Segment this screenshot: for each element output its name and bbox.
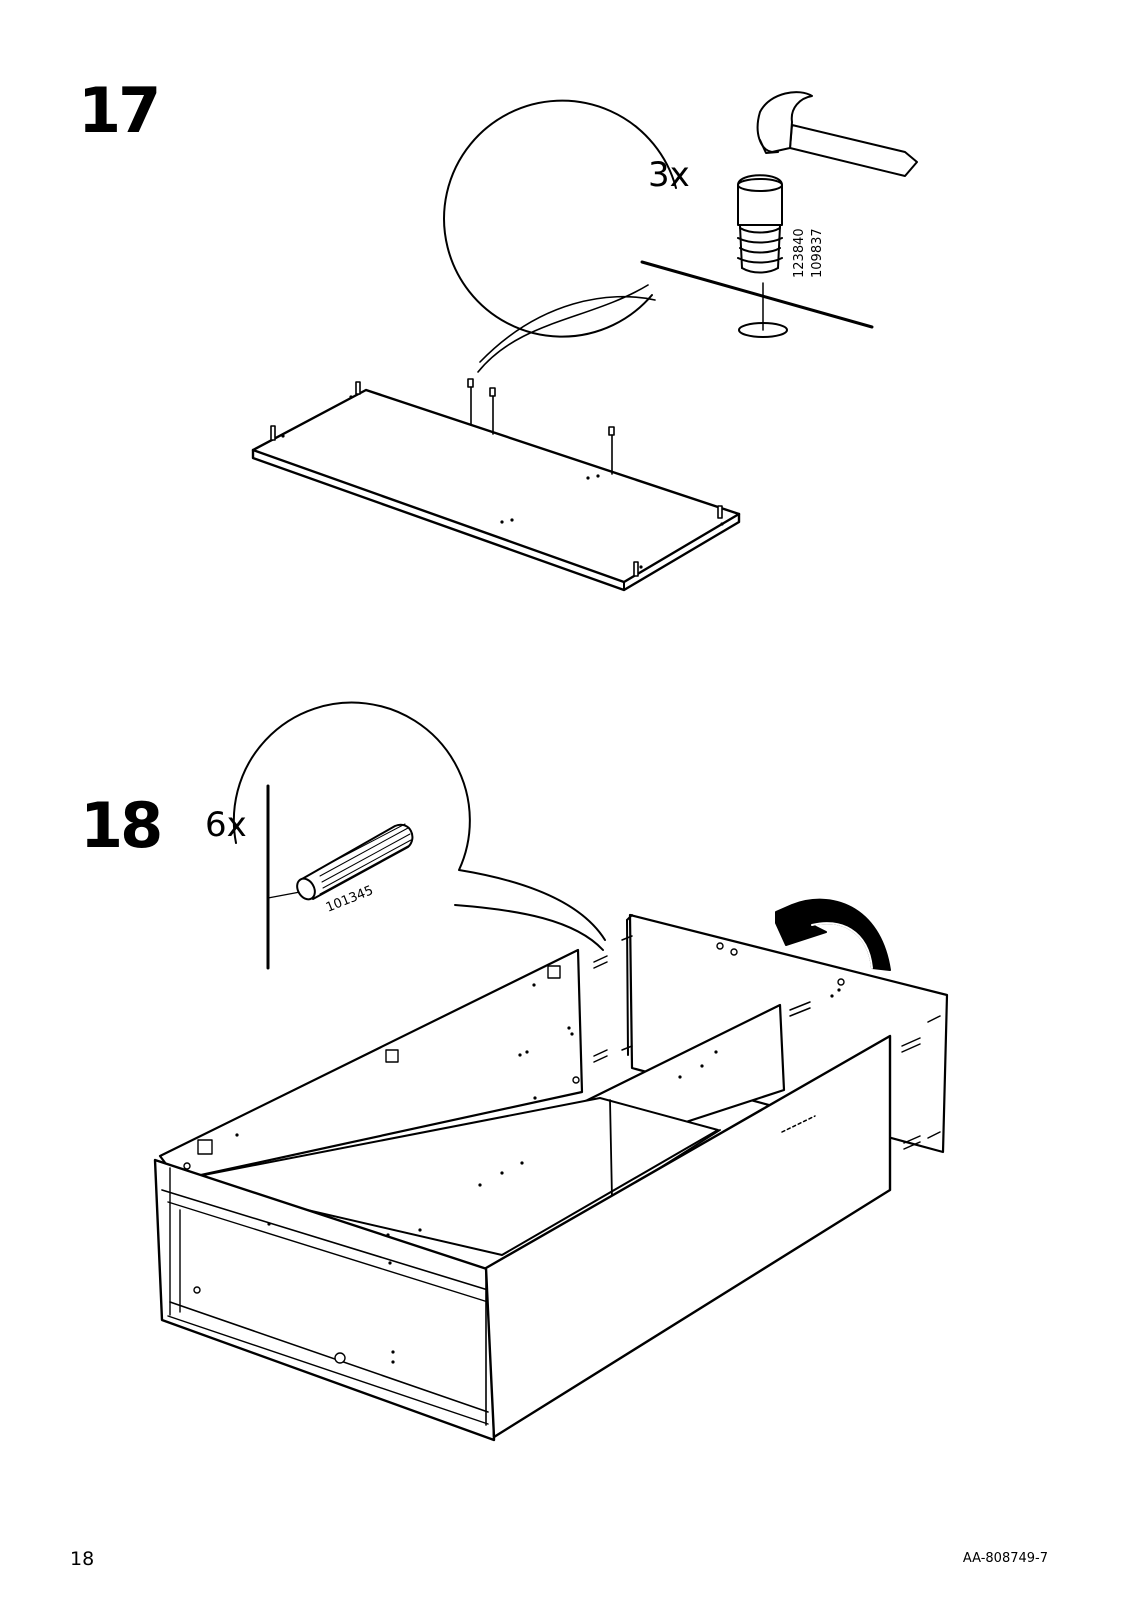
fitting-detail-17: [738, 175, 782, 272]
article-number-109837: 109837: [810, 228, 825, 278]
panel-17: [253, 390, 739, 590]
hammer-icon: [758, 92, 917, 176]
article-number-123840: 123840: [792, 228, 807, 278]
step-17-illustration: 123840 109837: [253, 92, 917, 590]
page-number: 18: [70, 1548, 94, 1570]
zoom-callout-18: [234, 703, 605, 968]
document-code: AA-808749-7: [963, 1551, 1048, 1566]
step-18-illustration: 101345: [155, 703, 947, 1440]
